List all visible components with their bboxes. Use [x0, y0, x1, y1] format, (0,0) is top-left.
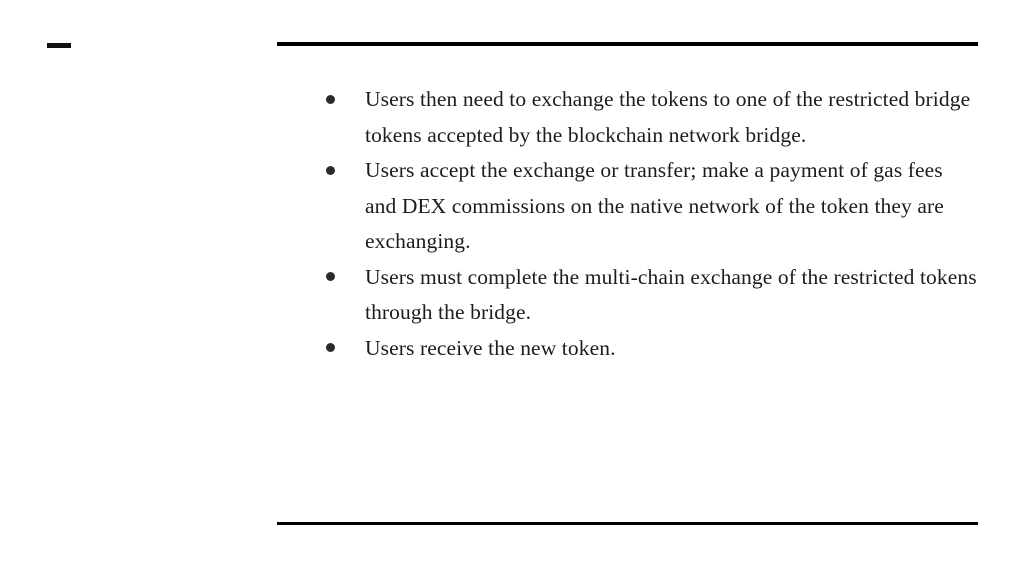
bullet-point-icon — [326, 94, 335, 104]
list-item-text: Users must complete the multi-chain exch… — [365, 264, 977, 325]
list-item: Users receive the new token. — [318, 331, 978, 367]
bullet-point-icon — [326, 272, 335, 281]
list-item-text: Users then need to exchange the tokens t… — [365, 87, 971, 147]
list-item: Users then need to exchange the tokens t… — [318, 82, 978, 153]
bullet-point-icon — [326, 165, 335, 175]
top-horizontal-rule — [277, 42, 978, 46]
bullet-list: Users then need to exchange the tokens t… — [318, 82, 978, 366]
bottom-horizontal-rule — [277, 522, 978, 525]
list-item: Users must complete the multi-chain exch… — [318, 260, 978, 331]
list-item-text: Users receive the new token. — [365, 335, 616, 360]
left-dash-mark — [47, 43, 71, 48]
list-item-text: Users accept the exchange or transfer; m… — [365, 158, 944, 253]
list-item: Users accept the exchange or transfer; m… — [318, 153, 978, 260]
bullet-point-icon — [326, 343, 335, 352]
